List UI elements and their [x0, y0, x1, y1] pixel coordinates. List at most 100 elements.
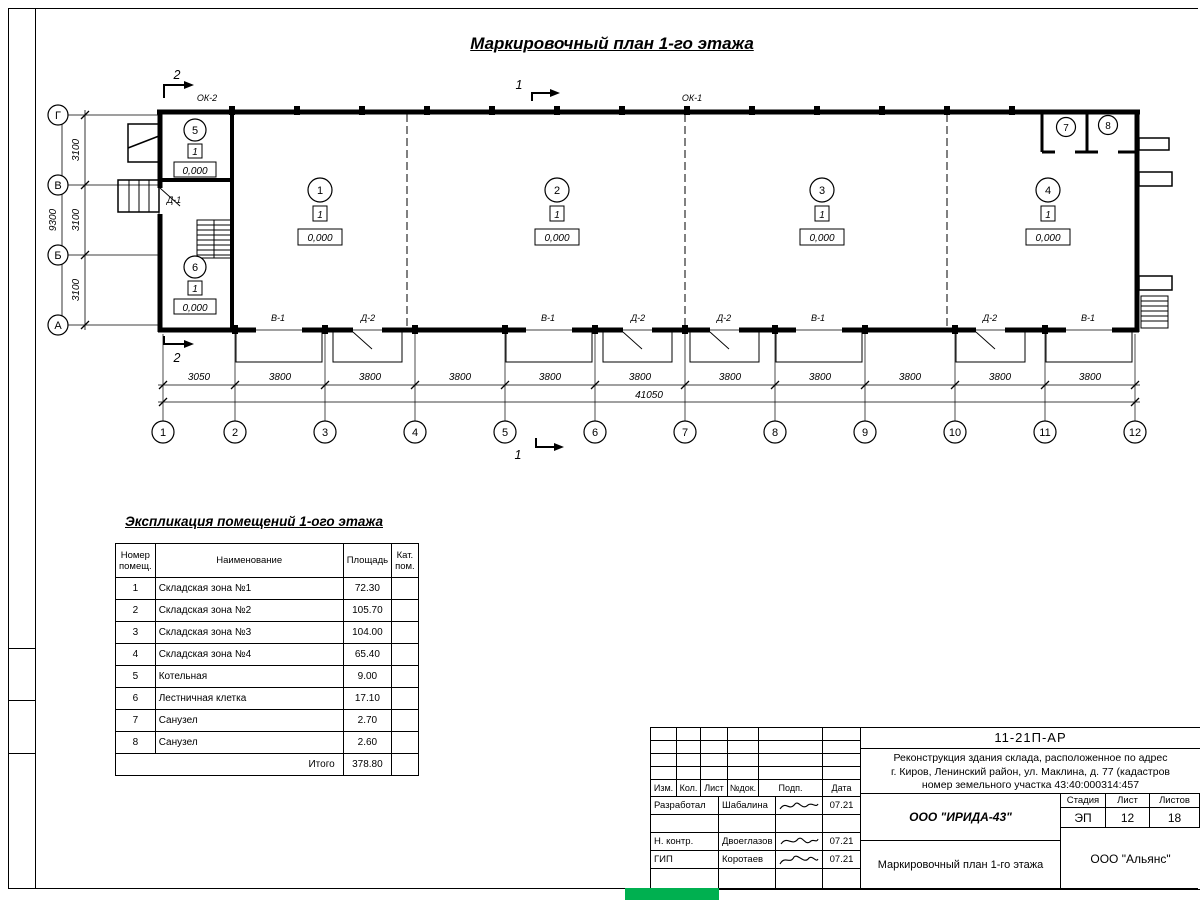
svg-text:3800: 3800 — [269, 372, 292, 383]
room-cat-cell — [391, 731, 419, 754]
room-name-cell: Санузел — [154, 709, 344, 732]
col-izm: Изм. — [651, 780, 677, 796]
loading-porches — [235, 332, 1133, 363]
svg-text:3: 3 — [819, 185, 825, 197]
svg-text:2: 2 — [173, 68, 181, 82]
table-row: 6 Лестничная клетка 17.10 — [115, 687, 419, 710]
room-marker-8: 8 — [1097, 114, 1119, 136]
axis-numbers: 1 2 3 4 5 6 7 8 9 10 11 12 — [160, 427, 1141, 439]
stage-value: ЭП — [1061, 808, 1106, 827]
svg-text:Д-2: Д-2 — [982, 313, 997, 323]
svg-text:7: 7 — [1063, 123, 1069, 134]
room-area-cell: 105.70 — [342, 599, 393, 622]
taskbar-fragment[interactable] — [625, 888, 719, 900]
svg-text:3100: 3100 — [71, 208, 82, 231]
svg-text:1: 1 — [554, 210, 560, 221]
svg-text:3050: 3050 — [188, 372, 211, 383]
table-row: 2 Складская зона №2 105.70 — [115, 599, 419, 622]
svg-text:3800: 3800 — [449, 372, 472, 383]
room-area-cell: 65.40 — [342, 643, 393, 666]
room-area-cell: 104.00 — [342, 621, 393, 644]
total-area: 378.80 — [342, 753, 393, 776]
svg-text:1: 1 — [515, 448, 522, 462]
exterior-stair — [1140, 295, 1169, 329]
svg-text:0,000: 0,000 — [307, 233, 332, 244]
room-area-cell: 2.60 — [342, 731, 393, 754]
svg-text:ОК-2: ОК-2 — [197, 93, 217, 103]
frame-divider — [8, 753, 35, 754]
col-podp: Подп. — [759, 780, 823, 796]
room-number-cell: 6 — [115, 687, 156, 710]
signature-row-ncontrol: Н. контр. Двоеглазов 07.21 — [651, 833, 860, 851]
revision-empty-row — [651, 767, 860, 780]
svg-text:11: 11 — [1039, 427, 1050, 439]
section-mark-2-top: 2 — [163, 68, 194, 98]
person-name: Шабалина — [719, 797, 776, 814]
svg-text:2: 2 — [173, 351, 181, 365]
sheet-frame-top — [8, 8, 1198, 9]
svg-text:Д-1: Д-1 — [166, 195, 181, 205]
signature-row-empty — [651, 815, 860, 833]
svg-text:3800: 3800 — [629, 372, 652, 383]
svg-text:9300: 9300 — [48, 208, 59, 231]
contractor-organization: ООО "Альянс" — [1090, 851, 1171, 866]
svg-text:4: 4 — [1045, 185, 1051, 197]
role-label: Разработал — [651, 797, 719, 814]
room-area-cell: 72.30 — [342, 577, 393, 600]
svg-text:6: 6 — [192, 262, 198, 274]
stamp-header-row: Стадия Лист Листов — [1061, 794, 1200, 808]
room-marker-4: 4 1 0,000 — [1025, 177, 1071, 246]
person-name: Двоеглазов — [719, 833, 776, 850]
section-mark-1-bottom: 1 — [515, 438, 564, 462]
document-code: 11-21П-АР — [861, 728, 1200, 749]
table-row: 8 Санузел 2.60 — [115, 731, 419, 754]
svg-text:4: 4 — [412, 427, 418, 439]
svg-text:Д-2: Д-2 — [716, 313, 731, 323]
room-number-cell: 1 — [115, 577, 156, 600]
room-number-cell: 2 — [115, 599, 156, 622]
svg-text:0,000: 0,000 — [1035, 233, 1060, 244]
col-doc: №док. — [728, 780, 759, 796]
svg-text:1: 1 — [1045, 210, 1051, 221]
axis-circles-bottom — [151, 420, 1147, 444]
room-name-cell: Котельная — [154, 665, 344, 688]
element-labels: ОК-2 ОК-1 Д-1 В-1 Д-2 В-1 Д-2 Д-2 В-1 Д-… — [166, 93, 1095, 323]
svg-text:9: 9 — [862, 427, 868, 439]
project-line: г. Киров, Ленинский район, ул. Маклина, … — [890, 765, 1171, 778]
revision-empty-row — [651, 741, 860, 754]
axis-letters: Г В Б А — [54, 110, 62, 332]
section-marks: 2 1 2 1 — [163, 68, 564, 462]
frame-divider — [8, 700, 35, 701]
explication-table: Номер помещ. Наименование Площадь Кат. п… — [115, 543, 419, 776]
room-marker-1: 1 1 0,000 — [297, 177, 343, 246]
col-header-num: Номер помещ. — [115, 543, 156, 578]
signature — [776, 851, 823, 868]
svg-text:3800: 3800 — [989, 372, 1012, 383]
sheets-label: Листов — [1150, 794, 1200, 807]
room-name-cell: Складская зона №3 — [154, 621, 344, 644]
svg-text:1: 1 — [516, 78, 523, 92]
room-marker-2: 2 1 0,000 — [534, 177, 580, 246]
room-cat-cell — [391, 753, 419, 776]
revision-header-row: Изм. Кол. Лист №док. Подп. Дата — [651, 780, 860, 797]
svg-text:В-1: В-1 — [811, 313, 825, 323]
signature-icon — [779, 802, 819, 809]
axis-extension-lines — [52, 114, 1136, 421]
window-mullion-ticks — [229, 106, 1015, 115]
svg-text:2: 2 — [232, 427, 238, 439]
svg-text:3800: 3800 — [359, 372, 382, 383]
room-number-cell: 8 — [115, 731, 156, 754]
svg-text:ОК-1: ОК-1 — [682, 93, 702, 103]
svg-text:8: 8 — [772, 427, 778, 439]
axis-circles-left — [47, 104, 69, 336]
room-number-cell: 7 — [115, 709, 156, 732]
room-area-cell: 2.70 — [342, 709, 393, 732]
zone-divider-lines — [406, 114, 948, 328]
role-label: ГИП — [651, 851, 719, 868]
explication-title: Экспликация помещений 1-ого этажа — [125, 514, 383, 529]
signature — [776, 797, 823, 814]
svg-text:А: А — [54, 320, 62, 332]
col-header-cat: Кат. пом. — [391, 543, 419, 578]
room-name-cell: Лестничная клетка — [154, 687, 344, 710]
sheets-value: 18 — [1150, 808, 1200, 827]
